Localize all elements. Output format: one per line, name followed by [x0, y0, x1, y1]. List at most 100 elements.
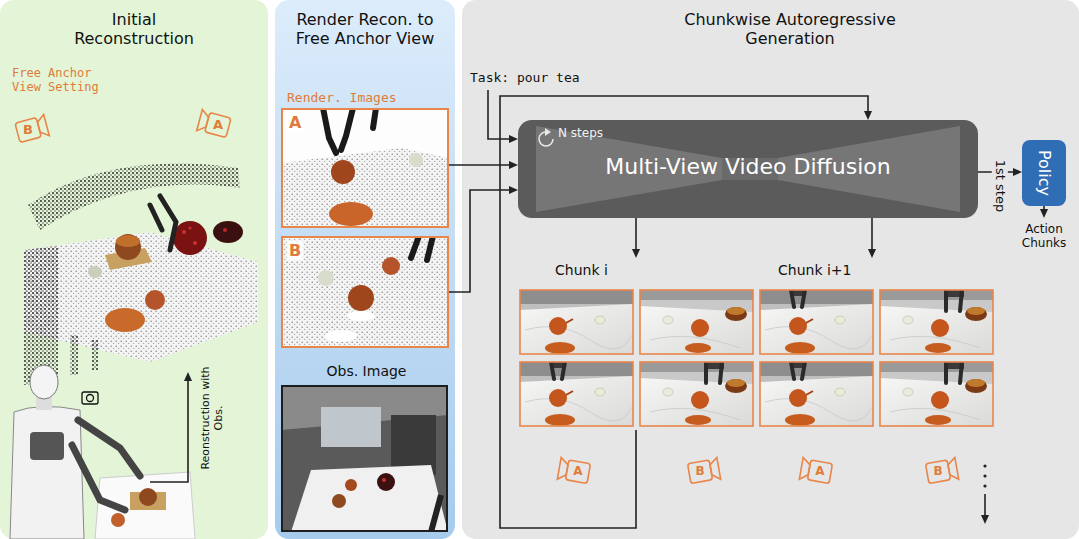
- video-frame: [640, 290, 753, 354]
- video-frame: [880, 290, 993, 354]
- video-frame: [944, 290, 964, 311]
- point-cloud: [173, 221, 207, 255]
- view-letter-slot: B: [287, 241, 317, 260]
- connector-line: [871, 218, 873, 250]
- camera-icon: [947, 458, 959, 481]
- step-note-slot: N steps: [558, 126, 638, 140]
- view-letter: A: [287, 113, 303, 132]
- render-picture: [382, 478, 386, 482]
- point-cloud: [28, 164, 240, 230]
- video-frame: [880, 362, 993, 426]
- video-frame: [520, 362, 633, 426]
- connector: [868, 218, 876, 258]
- camera-icon: [925, 458, 958, 485]
- camera-icon: [799, 458, 832, 485]
- robot: [72, 420, 140, 510]
- camera-letter: B: [23, 122, 33, 138]
- camera-icon: [36, 114, 49, 137]
- camera-letter: A: [213, 117, 223, 133]
- panel-title-slot: Render Recon. to Free Anchor View: [279, 10, 451, 48]
- point-cloud: [24, 246, 58, 385]
- render-picture: [281, 385, 448, 532]
- render-picture: [345, 479, 357, 491]
- robot: [87, 395, 94, 402]
- robot: [139, 488, 157, 506]
- arrow-head: [1040, 209, 1048, 218]
- robot: [10, 365, 195, 539]
- policy-box: Policy: [1022, 140, 1066, 206]
- point-cloud: [105, 308, 145, 332]
- diffusion-model-box: Multi-View Video Diffusion N steps: [518, 120, 978, 218]
- camera-icon: [925, 460, 950, 484]
- chunk-title: Chunk i+1: [778, 262, 866, 279]
- task-prompt-slot: Task: pour tea: [470, 70, 620, 86]
- task-prompt: Task: pour tea: [470, 70, 620, 86]
- camera-icon: [807, 460, 832, 484]
- render-picture: [281, 236, 449, 348]
- video-frame: [520, 290, 633, 354]
- video-frame: [760, 290, 873, 354]
- arrow-head: [1013, 168, 1022, 176]
- connector-line: [635, 218, 637, 250]
- point-cloud: [150, 196, 176, 250]
- video-frame: [640, 362, 753, 426]
- video-frame: [640, 362, 753, 426]
- camera-icon: [687, 460, 712, 484]
- output-label-slot: Action Chunks: [1012, 222, 1076, 251]
- observation-image: Obs. Image: [281, 385, 448, 532]
- chunk-group: Chunk i: [520, 258, 755, 430]
- robot: [10, 406, 84, 539]
- chunk-group: Chunk i+1: [758, 258, 996, 430]
- video-frame: [790, 362, 806, 379]
- video-frame: [520, 362, 633, 426]
- point-cloud: [145, 290, 165, 310]
- group-heading-slot: Render. Images: [287, 90, 447, 106]
- robot: [30, 365, 58, 399]
- render-picture: [332, 494, 346, 508]
- render-picture: [281, 108, 449, 228]
- model-name-slot: Multi-View Video Diffusion: [518, 154, 978, 180]
- camera-icon: [197, 109, 210, 132]
- render-picture: [281, 236, 449, 348]
- image-heading: Obs. Image: [283, 363, 450, 380]
- render-picture: [331, 160, 355, 184]
- camera-letter: B: [695, 464, 704, 478]
- point-cloud: [223, 228, 227, 232]
- render-picture: [329, 202, 373, 226]
- point-cloud: [24, 164, 258, 385]
- connector: [449, 186, 518, 292]
- video-frame: [520, 290, 993, 426]
- point-cloud: [88, 266, 102, 278]
- flow-arrow: [150, 381, 188, 482]
- render-picture: [377, 473, 395, 491]
- arrow-head: [981, 515, 989, 524]
- panel-title: Render Recon. to Free Anchor View: [279, 10, 451, 48]
- camera-letter: B: [933, 464, 942, 478]
- policy-name: Policy: [1034, 150, 1053, 196]
- panel-ground: [275, 0, 455, 539]
- camera-icon: [197, 109, 232, 138]
- video-frame: [880, 290, 993, 354]
- camera-icon: [557, 458, 590, 485]
- edge-label: 1st step: [992, 158, 1008, 214]
- camera-icon: [799, 458, 811, 481]
- chunk-title: Chunk i: [555, 262, 625, 279]
- video-frame: [520, 290, 633, 354]
- view-letter-slot: A: [287, 113, 317, 132]
- diffusion-model-shape: [518, 120, 978, 218]
- step-note: N steps: [558, 126, 638, 140]
- process-note: Reonstruction with Obs.: [199, 366, 225, 470]
- output-label: Action Chunks: [1012, 222, 1076, 251]
- arrow-head: [983, 484, 986, 487]
- flow-arrow: [488, 90, 510, 139]
- robot: [82, 392, 98, 404]
- video-frame: [760, 362, 873, 426]
- video-frame: [760, 362, 873, 426]
- camera-letter: A: [815, 464, 824, 478]
- arrow-head: [868, 249, 876, 258]
- connector: [449, 161, 518, 169]
- render-picture: [318, 270, 334, 286]
- arrow-head: [983, 464, 986, 467]
- camera-letter: A: [573, 464, 582, 478]
